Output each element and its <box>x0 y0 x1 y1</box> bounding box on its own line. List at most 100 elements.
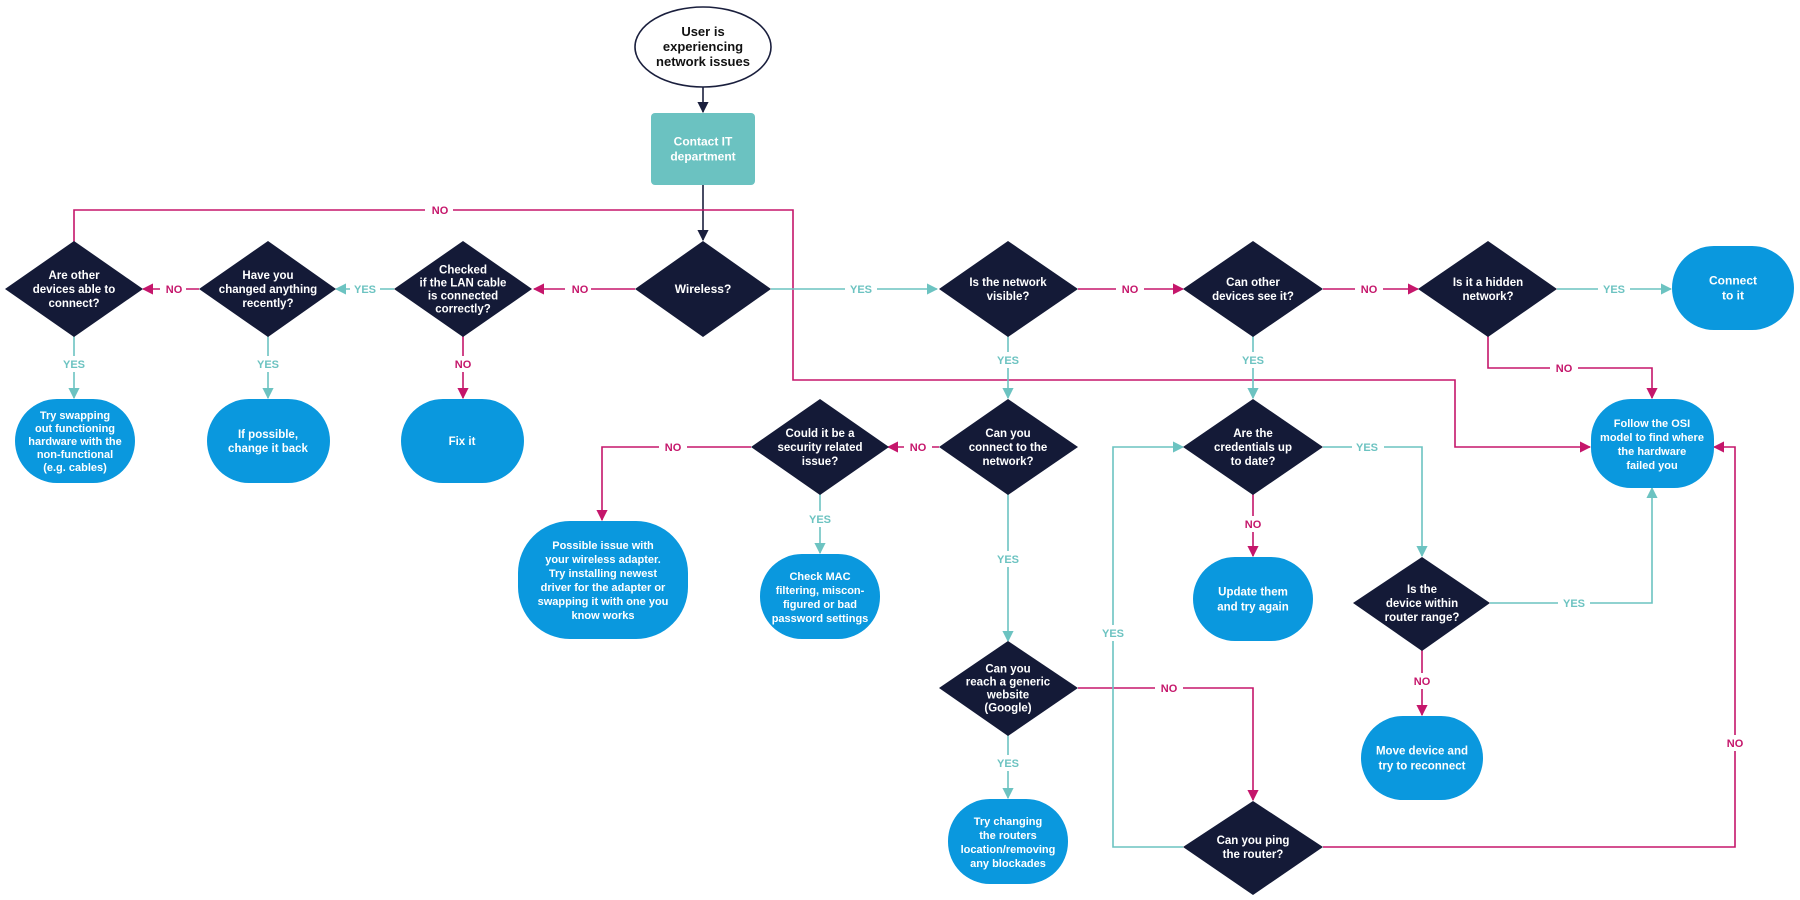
label-othersee-yes: YES <box>1242 355 1264 367</box>
edge-ping-no <box>1323 441 1736 848</box>
label-line: if the LAN cable <box>420 278 507 290</box>
node-change-back: If possible,change it back <box>207 399 330 483</box>
label-line: router range? <box>1385 612 1460 624</box>
label-line: correctly? <box>435 304 491 316</box>
label-connect-yes: YES <box>997 554 1019 566</box>
edge-website-no <box>1078 687 1259 802</box>
label-security-no: NO <box>665 442 682 454</box>
label-line: any blockades <box>970 858 1046 870</box>
label-line: Is the <box>1407 584 1437 596</box>
label-line: Wireless? <box>675 282 732 296</box>
label-line: Possible issue with <box>552 540 654 552</box>
label-line: website <box>986 690 1029 702</box>
label-othersee-no: NO <box>1361 284 1378 296</box>
label-connect-no: NO <box>910 442 927 454</box>
label-line: Can you ping <box>1217 835 1290 847</box>
label-line: visible? <box>987 291 1030 303</box>
label-changed-yes: YES <box>257 359 279 371</box>
label-lan-yes: YES <box>354 284 376 296</box>
node-range-label: Is the device within router range? <box>1385 584 1460 624</box>
label-line: experiencing <box>663 39 743 54</box>
node-adapter-label: Possible issue with your wireless adapter… <box>538 540 669 622</box>
label-ping-no: NO <box>1727 738 1744 750</box>
label-line: reach a generic <box>966 677 1051 689</box>
label-lan-no: NO <box>455 359 472 371</box>
label-wireless-yes: YES <box>850 284 872 296</box>
label-line: recently? <box>242 298 293 310</box>
label-line: device within <box>1386 598 1458 610</box>
label-line: Contact IT <box>674 135 733 149</box>
label-other-yes: YES <box>63 359 85 371</box>
edge-range-yes <box>1490 486 1658 604</box>
label-credentials-yes: YES <box>1356 442 1378 454</box>
label-line: Try changing <box>974 816 1042 828</box>
label-line: to date? <box>1231 456 1276 468</box>
label-line: Try installing newest <box>549 568 658 580</box>
label-line: your wireless adapter. <box>545 554 661 566</box>
label-line: security related <box>777 442 862 454</box>
label-visible-no: NO <box>1122 284 1139 296</box>
label-line: devices able to <box>33 284 115 296</box>
edges <box>68 86 1736 848</box>
edge-labels: NO NO YES NO YES YES NO YES NO NO YES NO… <box>58 202 1749 771</box>
label-line: Fix it <box>449 436 476 448</box>
label-line: department <box>670 150 735 164</box>
label-line: is connected <box>428 291 498 303</box>
label-line: hardware with the <box>28 436 122 448</box>
label-hidden-yes: YES <box>1603 284 1625 296</box>
node-wireless-label: Wireless? <box>675 282 732 296</box>
label-line: change it back <box>228 443 308 455</box>
label-line: know works <box>572 610 635 622</box>
label-line: network? <box>982 456 1033 468</box>
label-line: (e.g. cables) <box>43 462 107 474</box>
label-line: Move device and <box>1376 746 1468 758</box>
label-line: the router? <box>1223 849 1284 861</box>
edge-ping-yes <box>1112 441 1185 848</box>
label-security-yes: YES <box>809 514 831 526</box>
edge-security-no <box>596 446 751 522</box>
label-line: credentials up <box>1214 442 1292 454</box>
label-line: Is the network <box>969 277 1047 289</box>
label-line: out functioning <box>35 423 115 435</box>
label-range-yes: YES <box>1563 598 1585 610</box>
label-line: password settings <box>772 613 869 625</box>
label-line: Have you <box>242 270 293 282</box>
label-line: the hardware <box>1618 446 1686 458</box>
label-line: Check MAC <box>789 571 850 583</box>
node-fix-it: Fix it <box>401 399 524 483</box>
label-line: model to find where <box>1600 432 1704 444</box>
label-line: Try swapping <box>40 410 110 422</box>
label-line: figured or bad <box>783 599 857 611</box>
label-hidden-no: NO <box>1556 363 1573 375</box>
node-fix-it-label: Fix it <box>449 436 476 448</box>
node-net-visible-label: Is the network visible? <box>969 277 1047 303</box>
label-line: network? <box>1462 291 1513 303</box>
label-line: swapping it with one you <box>538 596 669 608</box>
label-ping-yes: YES <box>1102 628 1124 640</box>
